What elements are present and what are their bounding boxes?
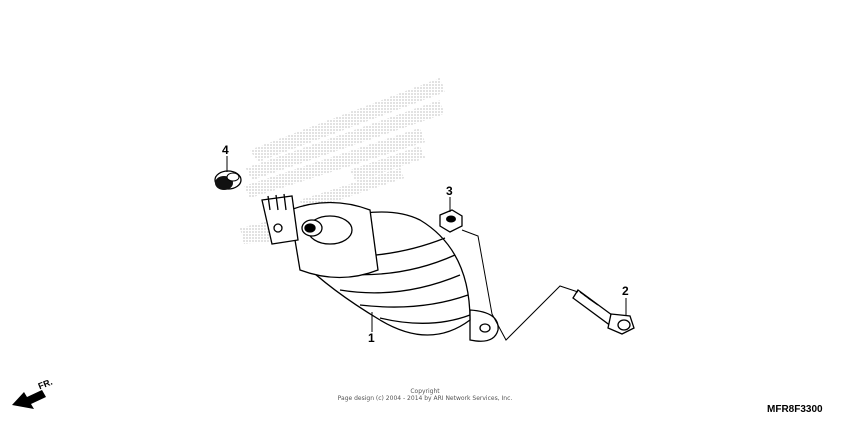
flange-nut-part xyxy=(439,209,463,233)
callout-3: 3 xyxy=(446,184,453,198)
diagram-code: MFR8F3300 xyxy=(767,404,823,415)
copyright-line-2: Page design (c) 2004 - 2014 by ARI Netwo… xyxy=(337,395,513,402)
copyright-notice: Copyright Page design (c) 2004 - 2014 by… xyxy=(300,388,550,402)
copyright-line-1: Copyright xyxy=(410,388,440,395)
dust-cap-part xyxy=(214,170,242,190)
flange-bolt-part xyxy=(572,289,635,335)
callout-2: 2 xyxy=(622,284,629,298)
callout-4: 4 xyxy=(222,143,229,157)
shock-absorber-part xyxy=(261,193,499,342)
assembly-line xyxy=(461,229,579,341)
front-direction-arrow-icon xyxy=(12,390,46,409)
callout-1: 1 xyxy=(368,331,375,345)
